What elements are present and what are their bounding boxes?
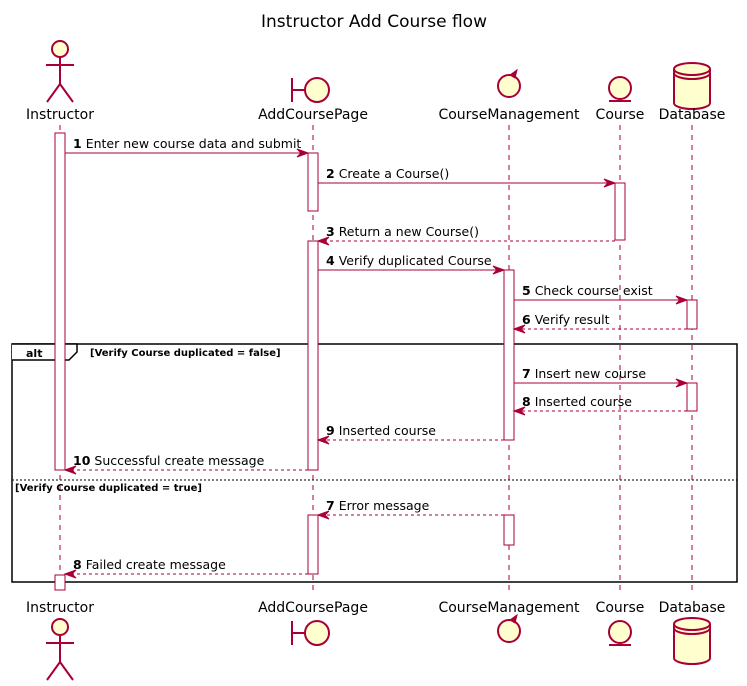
arrowhead-icon <box>63 569 77 579</box>
activation-bar <box>503 269 515 441</box>
message-label: 3 Return a new Course() <box>326 224 479 239</box>
participant-label-instructor-bottom: Instructor <box>26 600 94 616</box>
course-entity-icon <box>608 76 632 102</box>
message-label: 1 Enter new course data and submit <box>73 136 301 151</box>
message-text: Return a new Course() <box>339 224 479 239</box>
activation-bar <box>503 514 515 546</box>
message-number: 6 <box>522 312 531 327</box>
participant-label-database-bottom: Database <box>659 600 726 616</box>
message-number: 8 <box>73 557 82 572</box>
add-course-page-boundary-icon <box>291 77 330 103</box>
activation-bar <box>307 514 319 575</box>
message-6: 6 Verify result <box>512 312 687 334</box>
message-text: Error message <box>339 498 430 513</box>
arrowhead-icon <box>296 148 310 158</box>
diagram-title: Instructor Add Course flow <box>261 12 487 32</box>
message-number: 1 <box>73 136 82 151</box>
message-label: 7 Insert new course <box>522 366 646 381</box>
activation-bar <box>54 132 66 471</box>
alt-guard-true: [Verify Course duplicated = true] <box>15 483 202 494</box>
message-number: 10 <box>73 453 91 468</box>
message-text: Failed create message <box>86 557 226 572</box>
message-12: 8 Failed create message <box>63 557 308 579</box>
message-number: 4 <box>326 253 335 268</box>
participant-label-database: Database <box>659 107 726 123</box>
message-3: 3 Return a new Course() <box>316 224 615 246</box>
arrowhead-icon <box>316 510 330 520</box>
alt-frame-tab <box>12 343 78 361</box>
message-11: 7 Error message <box>316 498 504 520</box>
message-text: Enter new course data and submit <box>86 136 302 151</box>
message-number: 8 <box>522 394 531 409</box>
message-text: Verify duplicated Course <box>339 253 492 268</box>
arrowhead-icon <box>492 265 506 275</box>
course-management-control-icon <box>497 68 521 98</box>
course-bottom-entity-icon <box>608 620 632 646</box>
arrowhead-icon <box>63 465 77 475</box>
arrowhead-icon <box>675 295 689 305</box>
message-2: 2 Create a Course() <box>318 166 617 188</box>
alt-frame-label: alt <box>26 347 42 360</box>
message-text: Successful create message <box>94 453 264 468</box>
message-label: 5 Check course exist <box>522 283 653 298</box>
message-label: 4 Verify duplicated Course <box>326 253 492 268</box>
participant-label-course-management-bottom: CourseManagement <box>438 600 580 616</box>
message-number: 7 <box>326 498 335 513</box>
alt-guard-false: [Verify Course duplicated = false] <box>90 348 281 359</box>
message-text: Inserted course <box>535 394 633 409</box>
activation-bar <box>686 299 698 330</box>
message-number: 9 <box>326 423 335 438</box>
arrowhead-icon <box>512 406 526 416</box>
arrowhead-icon <box>316 236 330 246</box>
instructor-actor-icon <box>46 40 74 103</box>
arrowhead-icon <box>603 178 617 188</box>
message-label: 9 Inserted course <box>326 423 436 438</box>
alt-frame <box>11 343 738 583</box>
message-label: 2 Create a Course() <box>326 166 449 181</box>
instructor-bottom-actor-icon <box>46 618 74 681</box>
message-number: 7 <box>522 366 531 381</box>
arrowhead-icon <box>316 435 330 445</box>
message-label: 8 Inserted course <box>522 394 632 409</box>
message-text: Inserted course <box>339 423 437 438</box>
participant-label-course: Course <box>596 107 645 123</box>
message-9: 9 Inserted course <box>316 423 504 445</box>
arrowhead-icon <box>675 378 689 388</box>
message-number: 3 <box>326 224 335 239</box>
activation-bar <box>614 182 626 241</box>
message-label: 10 Successful create message <box>73 453 265 468</box>
message-text: Verify result <box>535 312 610 327</box>
message-number: 2 <box>326 166 335 181</box>
message-5: 5 Check course exist <box>514 283 689 305</box>
activation-bar <box>54 574 66 591</box>
message-text: Check course exist <box>535 283 653 298</box>
participant-label-add-course-page: AddCoursePage <box>258 107 368 123</box>
activation-bar <box>686 382 698 412</box>
message-7: 7 Insert new course <box>514 366 689 388</box>
database-database-icon <box>673 62 711 110</box>
message-label: 7 Error message <box>326 498 430 513</box>
participant-label-course-management: CourseManagement <box>438 107 580 123</box>
course-management-bottom-control-icon <box>497 613 521 643</box>
arrowhead-icon <box>512 324 526 334</box>
message-text: Create a Course() <box>339 166 450 181</box>
add-course-page-bottom-boundary-icon <box>291 620 330 646</box>
activation-bar <box>307 152 319 212</box>
message-text: Insert new course <box>535 366 647 381</box>
participant-label-course-bottom: Course <box>596 600 645 616</box>
message-8: 8 Inserted course <box>512 394 687 416</box>
activation-bar <box>307 240 319 471</box>
message-1: 1 Enter new course data and submit <box>65 136 310 158</box>
message-10: 10 Successful create message <box>63 453 308 475</box>
message-number: 5 <box>522 283 531 298</box>
participant-label-instructor: Instructor <box>26 107 94 123</box>
message-label: 6 Verify result <box>522 312 610 327</box>
message-4: 4 Verify duplicated Course <box>318 253 506 275</box>
message-label: 8 Failed create message <box>73 557 226 572</box>
database-bottom-database-icon <box>673 617 711 665</box>
participant-label-add-course-page-bottom: AddCoursePage <box>258 600 368 616</box>
